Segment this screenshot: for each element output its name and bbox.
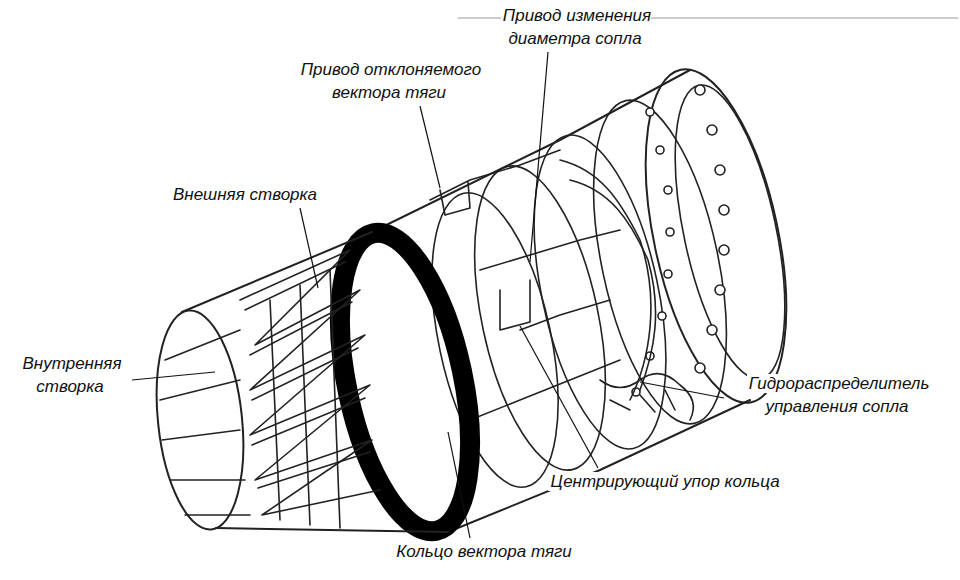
part-label: Кольцо вектора тяги [376, 540, 592, 563]
label-text: Привод отклоняемого вектора тяги [299, 60, 481, 102]
part-label: Привод отклоняемого вектора тяги [290, 58, 490, 104]
label-text: Гидрораспределитель управления сопла [747, 374, 930, 416]
part-label: Внешняя створка [160, 183, 330, 206]
leader-lines [132, 52, 724, 538]
label-text: Внешняя створка [171, 185, 319, 204]
label-text: Внутренняя створка [21, 354, 122, 396]
label-text: Кольцо вектора тяги [394, 542, 574, 561]
label-text: Привод изменения диаметра сопла [501, 6, 651, 48]
part-label: Центрирующий упор кольца [532, 470, 798, 493]
part-label: Гидрораспределитель управления сопла [722, 372, 954, 418]
part-label: Внутренняя створка [8, 352, 134, 398]
label-text: Центрирующий упор кольца [548, 472, 781, 491]
part-label: Привод изменения диаметра сопла [486, 4, 666, 50]
